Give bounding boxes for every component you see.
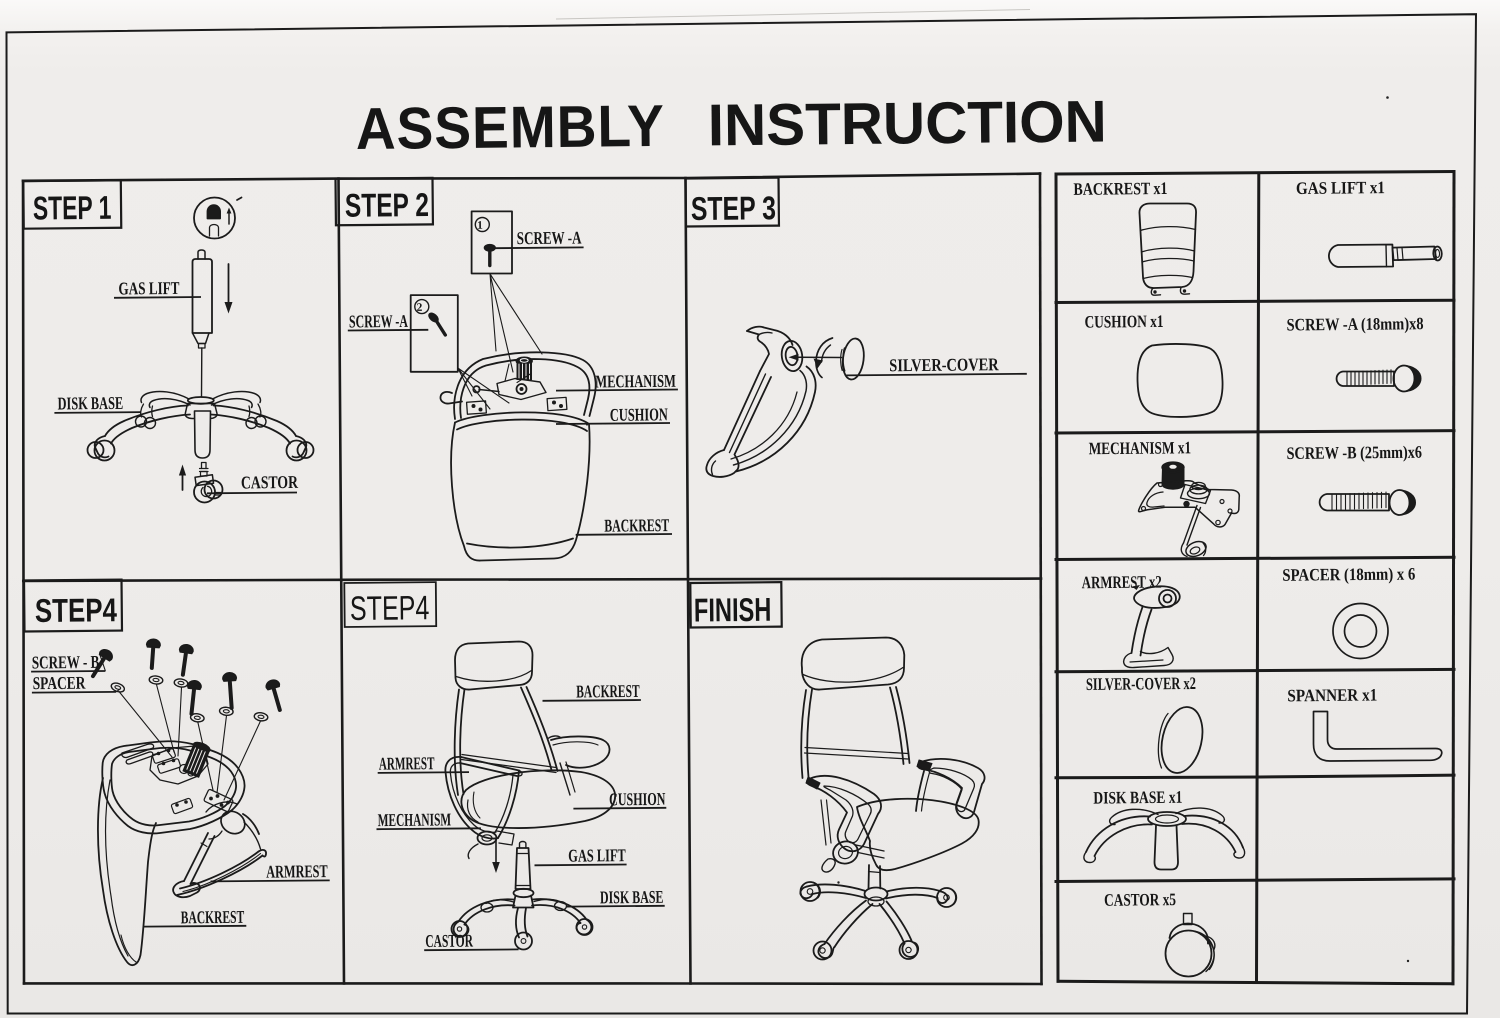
svg-text:GAS LIFT x1: GAS LIFT x1 [1296,177,1385,198]
svg-text:CASTOR: CASTOR [425,931,473,951]
svg-text:CUSHION: CUSHION [610,404,668,425]
svg-text:SILVER-COVER: SILVER-COVER [889,354,999,375]
svg-text:CUSHION x1: CUSHION x1 [1084,311,1163,332]
svg-text:SCREW -A: SCREW -A [517,228,582,249]
svg-text:ARMREST: ARMREST [379,753,435,774]
svg-text:SPACER: SPACER [33,673,87,694]
svg-text:GAS LIFT: GAS LIFT [118,278,179,299]
svg-text:CASTOR: CASTOR [241,472,299,493]
svg-text:STEP 2: STEP 2 [345,186,429,224]
svg-text:SPACER (18mm) x 6: SPACER (18mm) x 6 [1282,564,1415,585]
svg-text:SPANNER x1: SPANNER x1 [1287,685,1377,706]
svg-text:2: 2 [417,302,423,314]
svg-text:STEP4: STEP4 [350,589,430,628]
svg-text:MECHANISM: MECHANISM [378,809,452,830]
svg-text:SCREW - B: SCREW - B [32,652,100,673]
svg-text:DISK BASE: DISK BASE [600,887,664,908]
svg-text:1: 1 [477,220,483,232]
svg-text:SCREW -B (25mm)x6: SCREW -B (25mm)x6 [1286,442,1422,463]
svg-text:CUSHION: CUSHION [609,789,666,810]
svg-text:DISK BASE x1: DISK BASE x1 [1093,787,1182,808]
svg-text:MECHANISM: MECHANISM [595,371,676,392]
svg-text:BACKREST: BACKREST [604,515,669,536]
svg-text:ARMREST: ARMREST [266,861,328,882]
svg-text:STEP 1: STEP 1 [33,189,112,227]
svg-text:ASSEMBLY: ASSEMBLY [355,93,665,162]
svg-text:BACKREST: BACKREST [576,681,640,702]
svg-text:SCREW -A (18mm)x8: SCREW -A (18mm)x8 [1286,313,1423,334]
svg-text:CASTOR x5: CASTOR x5 [1104,889,1176,910]
svg-text:MECHANISM x1: MECHANISM x1 [1089,437,1192,458]
svg-text:STEP4: STEP4 [35,591,118,629]
svg-text:GAS LIFT: GAS LIFT [568,845,626,866]
svg-text:BACKREST x1: BACKREST x1 [1073,178,1167,199]
svg-text:FINISH: FINISH [694,591,772,629]
svg-text:SILVER-COVER x2: SILVER-COVER x2 [1086,673,1196,694]
svg-text:STEP 3: STEP 3 [691,189,776,227]
svg-text:DISK BASE: DISK BASE [57,393,123,414]
svg-text:INSTRUCTION: INSTRUCTION [707,88,1107,158]
svg-text:BACKREST: BACKREST [181,907,245,928]
svg-text:SCREW -A: SCREW -A [349,311,408,332]
svg-text:ARMREST x2: ARMREST x2 [1082,572,1162,593]
